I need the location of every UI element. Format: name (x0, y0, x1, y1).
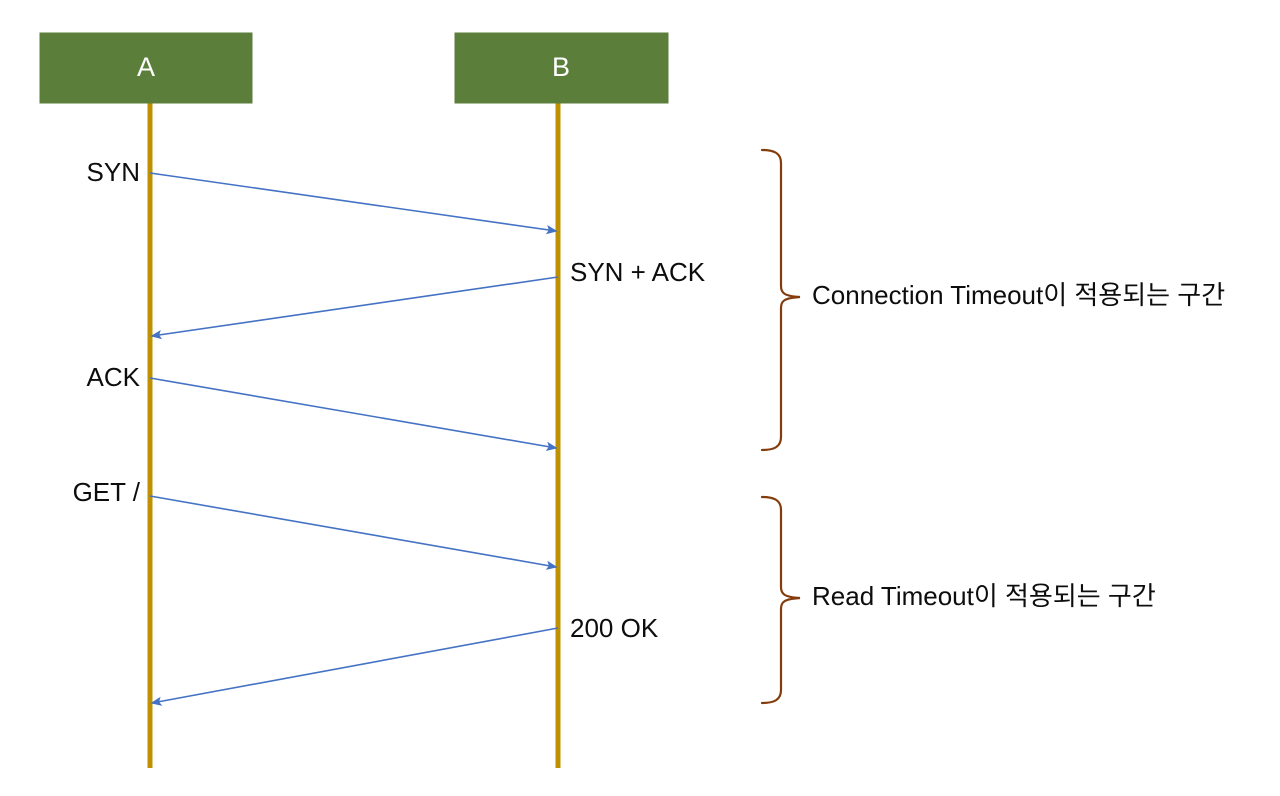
message-label-syn-ack: SYN + ACK (570, 257, 706, 287)
participant-a-label: A (137, 52, 155, 82)
message-arrow-ack (149, 377, 558, 451)
brace-read-timeout (760, 495, 801, 705)
annotation-label-read-timeout: Read Timeout이 적용되는 구간 (812, 581, 1156, 611)
participant-b-box[interactable] (454, 32, 669, 104)
message-label-syn: SYN (87, 157, 140, 187)
brace-connection-timeout (760, 148, 801, 452)
participant-a[interactable]: A (39, 32, 253, 104)
message-labels: SYN SYN + ACK ACK GET / 200 OK (73, 157, 706, 643)
annotation-read-timeout: Read Timeout이 적용되는 구간 (760, 495, 1156, 705)
participant-a-box[interactable] (39, 32, 253, 104)
annotation-label-connection-timeout: Connection Timeout이 적용되는 구간 (812, 280, 1225, 310)
participant-b-label: B (552, 52, 570, 82)
message-arrow-get (149, 495, 558, 570)
annotation-connection-timeout: Connection Timeout이 적용되는 구간 (760, 148, 1225, 452)
message-label-200-ok: 200 OK (570, 613, 659, 643)
lifelines (147, 103, 561, 768)
message-arrows (149, 172, 559, 706)
participant-b[interactable]: B (454, 32, 669, 104)
message-arrow-syn (149, 172, 558, 235)
message-label-get: GET / (73, 477, 141, 507)
message-arrow-200-ok (150, 627, 559, 706)
message-label-ack: ACK (87, 362, 141, 392)
message-arrow-syn-ack (150, 276, 559, 340)
